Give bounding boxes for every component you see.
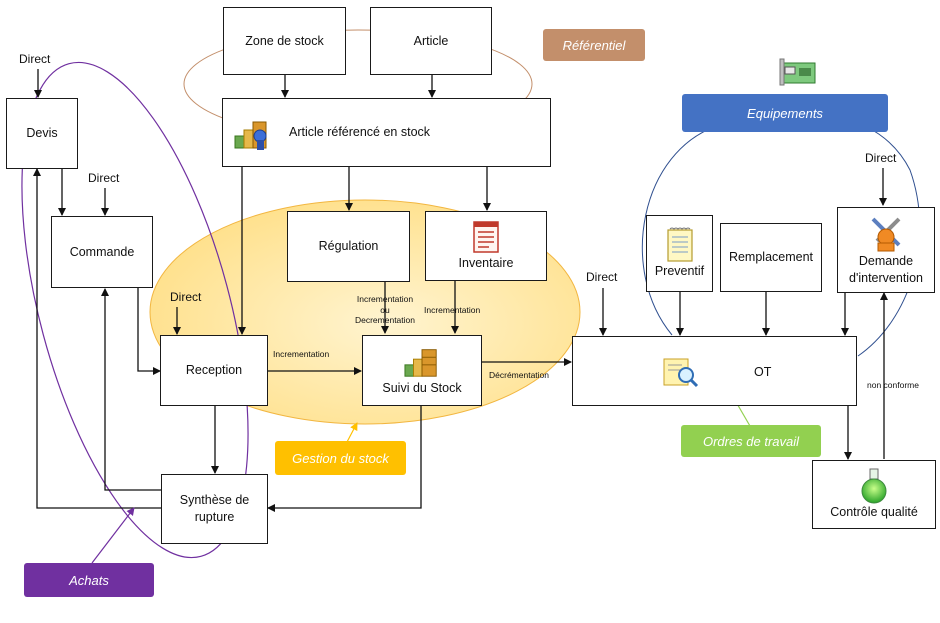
inventaire-box[interactable]: Inventaire bbox=[425, 211, 547, 281]
article-label: Article bbox=[413, 33, 449, 48]
incr-ou-decr-line2: ou bbox=[380, 304, 390, 315]
inventory-sheet-icon bbox=[473, 220, 499, 253]
commande-label: Commande bbox=[69, 244, 135, 259]
inventaire-label: Inventaire bbox=[458, 255, 514, 270]
devis-label: Devis bbox=[26, 126, 58, 141]
synthese-rupture-label: Synthèse de rupture bbox=[179, 493, 250, 524]
direct-label-commande: Direct bbox=[88, 171, 120, 185]
reception-box[interactable]: Reception bbox=[160, 335, 268, 406]
commande-box[interactable]: Commande bbox=[51, 216, 153, 288]
direct-label-demande: Direct bbox=[865, 151, 897, 165]
devis-box[interactable]: Devis bbox=[6, 98, 78, 169]
direct-label-ot: Direct bbox=[586, 270, 618, 284]
zone-de-stock-box[interactable]: Zone de stock bbox=[223, 7, 346, 75]
preventif-box[interactable]: Preventif bbox=[646, 215, 713, 292]
achats-tag-label: Achats bbox=[69, 572, 109, 588]
direct-label-devis: Direct bbox=[19, 52, 51, 66]
zone-de-stock-label: Zone de stock bbox=[245, 33, 324, 48]
synthese-rupture-box[interactable]: Synthèse de rupture bbox=[161, 474, 268, 544]
referentiel-tag-label: Référentiel bbox=[562, 37, 626, 53]
stock-blocks-icon bbox=[404, 349, 437, 377]
flask-icon bbox=[861, 468, 887, 504]
regulation-label: Régulation bbox=[318, 239, 379, 254]
article-box[interactable]: Article bbox=[370, 7, 492, 75]
ordres-travail-tag: Ordres de travail bbox=[681, 425, 821, 457]
incr-ou-decr-label: Incrementation ou Decrementation bbox=[352, 294, 418, 326]
incrementation-label-inventaire: Incrementation bbox=[424, 305, 481, 315]
controle-qualite-box[interactable]: Contrôle qualité bbox=[812, 460, 936, 529]
repair-tools-icon bbox=[871, 217, 901, 252]
reception-label: Reception bbox=[185, 363, 243, 378]
gestion-stock-tag: Gestion du stock bbox=[275, 441, 406, 475]
preventif-label: Preventif bbox=[654, 264, 705, 279]
notepad-icon bbox=[666, 227, 693, 262]
non-conforme-label: non conforme bbox=[867, 380, 919, 390]
equipements-tag-label: Equipements bbox=[747, 105, 823, 121]
incr-ou-decr-line1: Incrementation bbox=[356, 294, 414, 304]
demande-line1: Demande bbox=[858, 254, 914, 269]
article-reference-box[interactable]: Article référencé en stock bbox=[222, 98, 551, 167]
achats-tag: Achats bbox=[24, 563, 154, 597]
equipements-tag: Equipements bbox=[682, 94, 888, 132]
direct-label-reception: Direct bbox=[170, 290, 202, 304]
referentiel-tag: Référentiel bbox=[543, 29, 645, 61]
network-card-icon bbox=[779, 58, 816, 86]
suivi-stock-label: Suivi du Stock bbox=[382, 381, 462, 396]
achats-zone bbox=[21, 61, 249, 559]
work-order-magnifier-icon bbox=[663, 358, 699, 388]
regulation-box[interactable]: Régulation bbox=[287, 211, 410, 282]
decrementation-label: Décrémentation bbox=[489, 370, 550, 380]
incr-ou-decr-line3: Decrementation bbox=[354, 315, 415, 326]
ot-label: OT bbox=[754, 365, 772, 379]
suivi-stock-box[interactable]: Suivi du Stock bbox=[362, 335, 482, 406]
ot-box[interactable]: OT bbox=[572, 336, 857, 406]
incrementation-label-reception: Incrementation bbox=[273, 349, 330, 359]
demande-line2: d'intervention bbox=[849, 271, 923, 285]
demande-intervention-box[interactable]: Demande d'intervention bbox=[837, 207, 935, 293]
article-reference-label: Article référencé en stock bbox=[289, 125, 431, 140]
remplacement-label: Remplacement bbox=[728, 250, 814, 265]
stock-blocks-icon bbox=[234, 121, 267, 150]
controle-qualite-label: Contrôle qualité bbox=[830, 505, 918, 520]
remplacement-box[interactable]: Remplacement bbox=[720, 223, 822, 292]
ordres-travail-tag-label: Ordres de travail bbox=[702, 433, 800, 449]
gestion-stock-tag-label: Gestion du stock bbox=[292, 450, 389, 466]
